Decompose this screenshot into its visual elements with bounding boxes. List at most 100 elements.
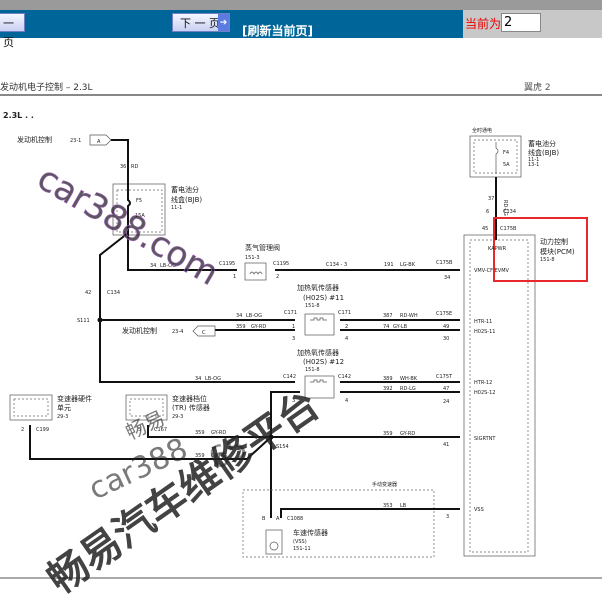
svg-text:45: 45 [482, 226, 488, 232]
svg-text:畅易汽车维修平台: 畅易汽车维修平台 [39, 382, 328, 603]
svg-text:HTR-12: HTR-12 [474, 380, 492, 386]
section-title: 2.3L . . [3, 111, 34, 120]
svg-text:C142: C142 [338, 374, 351, 380]
svg-text:C199: C199 [36, 427, 49, 433]
svg-text:C134: C134 [503, 209, 516, 215]
svg-text:C175B: C175B [500, 226, 517, 232]
svg-text:23-4: 23-4 [172, 329, 183, 335]
svg-text:B: B [262, 516, 266, 522]
svg-text:GY-RD: GY-RD [400, 431, 415, 437]
next-page-button[interactable]: 下 一 页➔ [172, 13, 230, 32]
gear-icon [269, 541, 279, 551]
svg-text:C142: C142 [283, 374, 296, 380]
splice-s111 [97, 317, 103, 323]
svg-text:F4: F4 [503, 150, 509, 156]
svg-text:30: 30 [443, 336, 449, 342]
manual-trans-box [242, 489, 435, 558]
svg-text:线盒(BJB): 线盒(BJB) [528, 148, 559, 157]
window-top-bar [0, 0, 602, 10]
svg-text:LB-OG: LB-OG [205, 376, 221, 382]
svg-text:359: 359 [236, 324, 246, 330]
svg-text:5A: 5A [503, 162, 510, 168]
tr-sensor-box [125, 394, 168, 421]
svg-text:变速器档位: 变速器档位 [172, 394, 207, 403]
svg-text:蒸气管理阀: 蒸气管理阀 [245, 243, 280, 252]
svg-text:LG-BK: LG-BK [400, 262, 416, 268]
previous-page-button[interactable]: 一 页 [0, 13, 25, 49]
refresh-page-link[interactable]: [刷新当前页] [242, 24, 313, 38]
svg-text:变速器硬件: 变速器硬件 [57, 394, 92, 403]
svg-text:蓄电池分: 蓄电池分 [528, 139, 556, 148]
svg-text:S111: S111 [77, 318, 90, 324]
svg-text:15A: 15A [135, 213, 145, 219]
svg-text:(TR) 传感器: (TR) 传感器 [172, 403, 210, 412]
svg-text:C175E: C175E [436, 311, 452, 317]
svg-text:359: 359 [195, 453, 205, 459]
svg-text:(VSS): (VSS) [293, 539, 307, 545]
page-navigation-bar: 一 页 下 一 页➔ [刷新当前页] 当前为 [0, 10, 602, 49]
svg-text:11-1: 11-1 [171, 205, 182, 211]
svg-text:A: A [97, 139, 101, 145]
svg-text:RD: RD [131, 164, 138, 170]
svg-text:151-3: 151-3 [245, 255, 260, 261]
svg-text:3: 3 [292, 398, 295, 404]
svg-text:畅易: 畅易 [122, 406, 168, 445]
svg-text:KAPWR: KAPWR [488, 246, 507, 252]
svg-text:387: 387 [383, 313, 393, 319]
svg-text:(H02S) #12: (H02S) #12 [303, 358, 344, 366]
svg-text:34: 34 [195, 376, 201, 382]
svg-text:C1195: C1195 [273, 261, 289, 267]
current-page-input[interactable] [501, 13, 541, 32]
svg-text:23-1: 23-1 [70, 138, 81, 144]
svg-text:151-11: 151-11 [293, 546, 311, 552]
svg-text:发动机控制: 发动机控制 [17, 135, 52, 144]
svg-text:47: 47 [443, 386, 449, 392]
svg-text:GY-RD: GY-RD [251, 324, 266, 330]
evap-valve-box [244, 262, 267, 281]
svg-text:151-8: 151-8 [540, 257, 555, 263]
svg-text:6: 6 [486, 209, 489, 215]
svg-text:F5: F5 [136, 198, 142, 204]
bjb-left-box [112, 183, 166, 236]
svg-text:2: 2 [345, 324, 348, 330]
svg-text:加热氧传感器: 加热氧传感器 [297, 348, 339, 357]
svg-text:C134 - 3: C134 - 3 [326, 262, 347, 268]
svg-text:34: 34 [444, 275, 450, 281]
svg-text:线盒(BJB): 线盒(BJB) [171, 195, 202, 204]
svg-text:191: 191 [384, 262, 394, 268]
svg-text:2: 2 [276, 274, 279, 280]
svg-text:HTR-11: HTR-11 [474, 319, 492, 325]
svg-text:37: 37 [488, 196, 494, 202]
vehicle-name: 翼虎 2 [524, 83, 551, 93]
current-page-label: 当前为 [465, 17, 502, 31]
svg-text:C175T: C175T [436, 374, 453, 380]
svg-text:车速传感器: 车速传感器 [293, 528, 328, 537]
svg-text:LB: LB [400, 503, 407, 509]
svg-text:151-8: 151-8 [305, 367, 320, 373]
svg-text:LB-OG: LB-OG [246, 313, 262, 319]
watermarks: car388.com car388 畅易 65 畅易汽车维修平台 [30, 158, 328, 603]
svg-text:4: 4 [345, 336, 348, 342]
svg-text:C134: C134 [107, 290, 120, 296]
h02s-11-box [304, 313, 335, 336]
h02s-12-box [304, 375, 335, 399]
svg-text:1: 1 [292, 324, 295, 330]
svg-text:RD-LG: RD-LG [400, 386, 416, 392]
svg-text:C1195: C1195 [219, 261, 235, 267]
svg-text:全时通电: 全时通电 [472, 127, 492, 134]
svg-text:VMV-CF EVMV: VMV-CF EVMV [474, 268, 510, 274]
svg-text:C175B: C175B [436, 260, 453, 266]
svg-text:C: C [202, 330, 206, 336]
svg-text:29-3: 29-3 [57, 414, 68, 420]
arrow-right-icon: ➔ [218, 14, 229, 31]
svg-text:74: 74 [383, 324, 389, 330]
svg-text:49: 49 [443, 324, 449, 330]
connector-c [192, 325, 216, 337]
svg-text:加热氧传感器: 加热氧传感器 [297, 283, 339, 292]
svg-text:24: 24 [443, 399, 449, 405]
svg-text:11-1: 11-1 [528, 157, 539, 163]
svg-text:LB-OG: LB-OG [160, 263, 176, 269]
svg-text:29-3: 29-3 [172, 414, 183, 420]
